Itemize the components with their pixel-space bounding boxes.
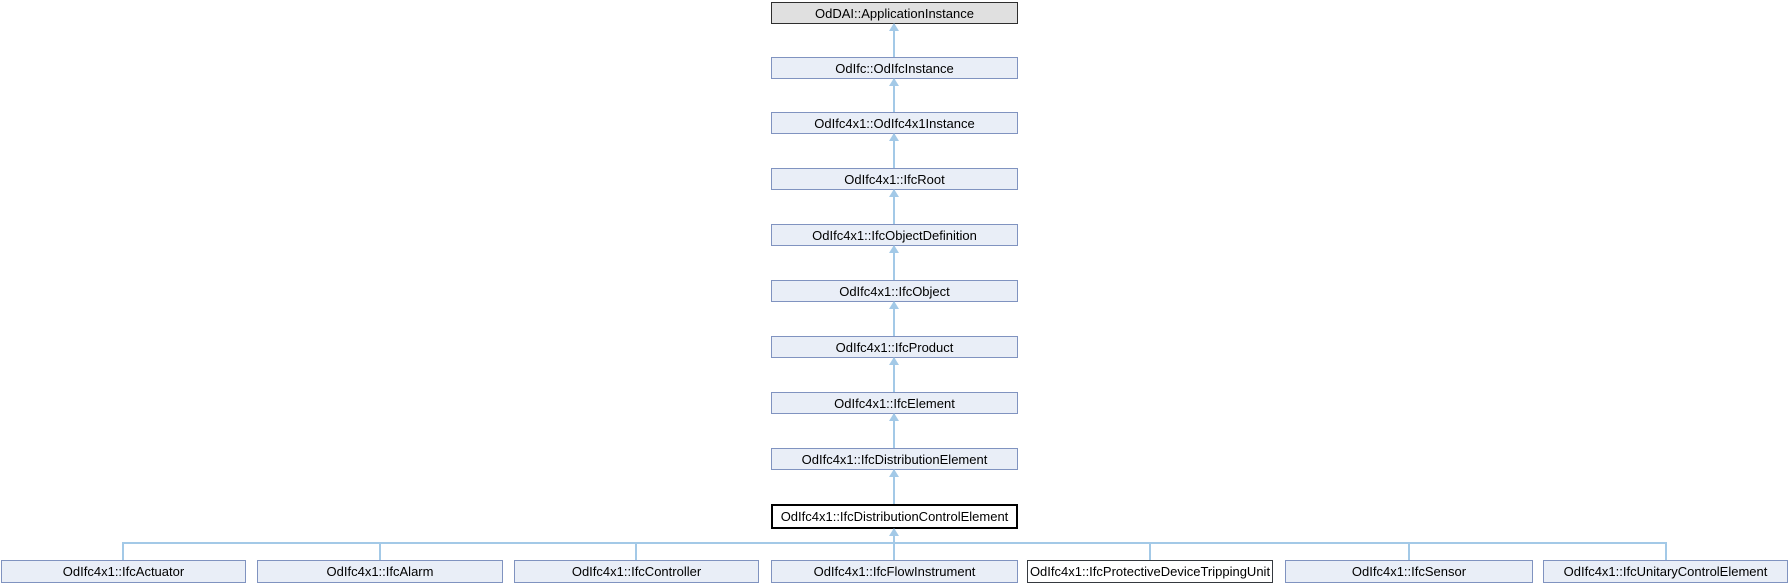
node-ifcsensor[interactable]: OdIfc4x1::IfcSensor: [1285, 560, 1533, 583]
node-ifcroot[interactable]: OdIfc4x1::IfcRoot: [771, 168, 1018, 190]
inheritance-edge-1: [889, 23, 899, 57]
node-ifcobjectdefinition[interactable]: OdIfc4x1::IfcObjectDefinition: [771, 224, 1018, 246]
node-ifccontroller[interactable]: OdIfc4x1::IfcController: [514, 560, 759, 583]
node-ifcflowinstrument[interactable]: OdIfc4x1::IfcFlowInstrument: [771, 560, 1018, 583]
children-connector-trunk: [889, 528, 899, 544]
child-edge-ifcsensor: [1408, 544, 1410, 560]
node-ifcelement[interactable]: OdIfc4x1::IfcElement: [771, 392, 1018, 414]
inheritance-edge-9: [889, 469, 899, 504]
child-edge-ifcalarm: [379, 544, 381, 560]
inheritance-edge-2: [889, 78, 899, 112]
node-ifcdistributionelement[interactable]: OdIfc4x1::IfcDistributionElement: [771, 448, 1018, 470]
node-ifcobject[interactable]: OdIfc4x1::IfcObject: [771, 280, 1018, 302]
node-oddai-applicationinstance: OdDAI::ApplicationInstance: [771, 2, 1018, 24]
child-edge-ifcactuator: [122, 544, 124, 560]
node-ifcactuator[interactable]: OdIfc4x1::IfcActuator: [1, 560, 246, 583]
child-edge-ifcunitarycontrolelement: [1665, 544, 1667, 560]
child-edge-ifcflowinstrument: [893, 544, 895, 560]
inheritance-edge-3: [889, 133, 899, 168]
children-connector-rail: [122, 542, 1667, 544]
node-odifc4x1-odifc4x1instance[interactable]: OdIfc4x1::OdIfc4x1Instance: [771, 112, 1018, 134]
inheritance-edge-8: [889, 413, 899, 448]
inheritance-edge-4: [889, 189, 899, 224]
inheritance-edge-5: [889, 245, 899, 280]
node-ifcunitarycontrolelement[interactable]: OdIfc4x1::IfcUnitaryControlElement: [1543, 560, 1788, 583]
node-odifc-odifcinstance[interactable]: OdIfc::OdIfcInstance: [771, 57, 1018, 79]
child-edge-ifcprotectivedevicetrippingunit: [1149, 544, 1151, 560]
node-ifcprotectivedevicetrippingunit[interactable]: OdIfc4x1::IfcProtectiveDeviceTrippingUni…: [1027, 560, 1273, 583]
node-ifcdistributioncontrolelement: OdIfc4x1::IfcDistributionControlElement: [771, 504, 1018, 529]
inheritance-edge-6: [889, 301, 899, 336]
inheritance-edge-7: [889, 357, 899, 392]
node-ifcalarm[interactable]: OdIfc4x1::IfcAlarm: [257, 560, 503, 583]
node-ifcproduct[interactable]: OdIfc4x1::IfcProduct: [771, 336, 1018, 358]
child-edge-ifccontroller: [635, 544, 637, 560]
